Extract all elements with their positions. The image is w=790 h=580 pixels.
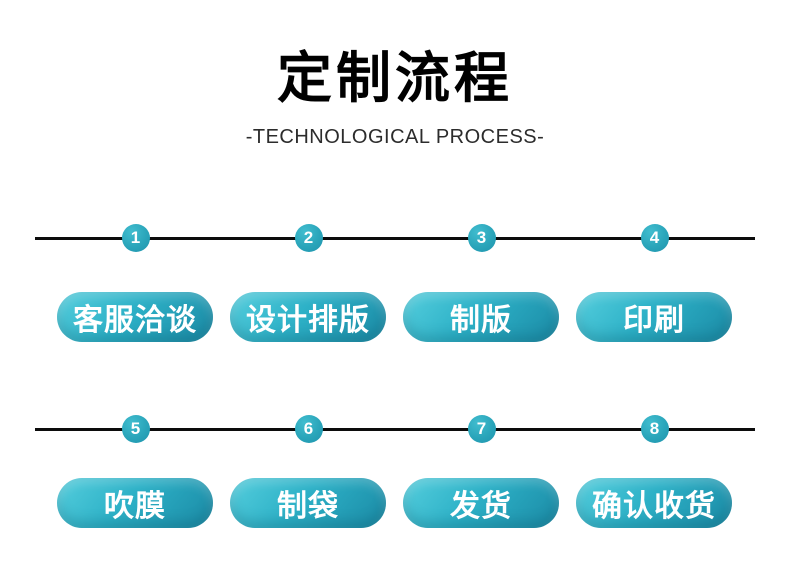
step-number-badge-6: 6 <box>294 415 323 443</box>
step-pill-customer-service: 客服洽谈 <box>57 292 213 342</box>
step-pill-row-1: 客服洽谈 设计排版 制版 印刷 <box>57 292 732 342</box>
step-number-badge-7: 7 <box>467 415 496 443</box>
page-subtitle: -TECHNOLOGICAL PROCESS- <box>245 126 545 148</box>
step-number-badge-8: 8 <box>640 415 669 443</box>
step-pill-confirm-receipt: 确认收货 <box>576 478 732 528</box>
step-pill-plate-making: 制版 <box>403 292 559 342</box>
step-number-badge-2: 2 <box>294 224 323 252</box>
step-pill-bag-making: 制袋 <box>230 478 386 528</box>
step-pill-shipping: 发货 <box>403 478 559 528</box>
step-pill-row-2: 吹膜 制袋 发货 确认收货 <box>57 478 732 528</box>
step-number-badge-5: 5 <box>121 415 150 443</box>
timeline-line-2 <box>35 428 755 431</box>
step-pill-design-layout: 设计排版 <box>230 292 386 342</box>
step-number-badge-3: 3 <box>467 224 496 252</box>
step-number-badge-1: 1 <box>121 224 150 252</box>
timeline-line-1 <box>35 237 755 240</box>
step-pill-printing: 印刷 <box>576 292 732 342</box>
step-number-badge-4: 4 <box>640 224 669 252</box>
step-pill-film-blowing: 吹膜 <box>57 478 213 528</box>
page-title: 定制流程 <box>276 47 513 109</box>
